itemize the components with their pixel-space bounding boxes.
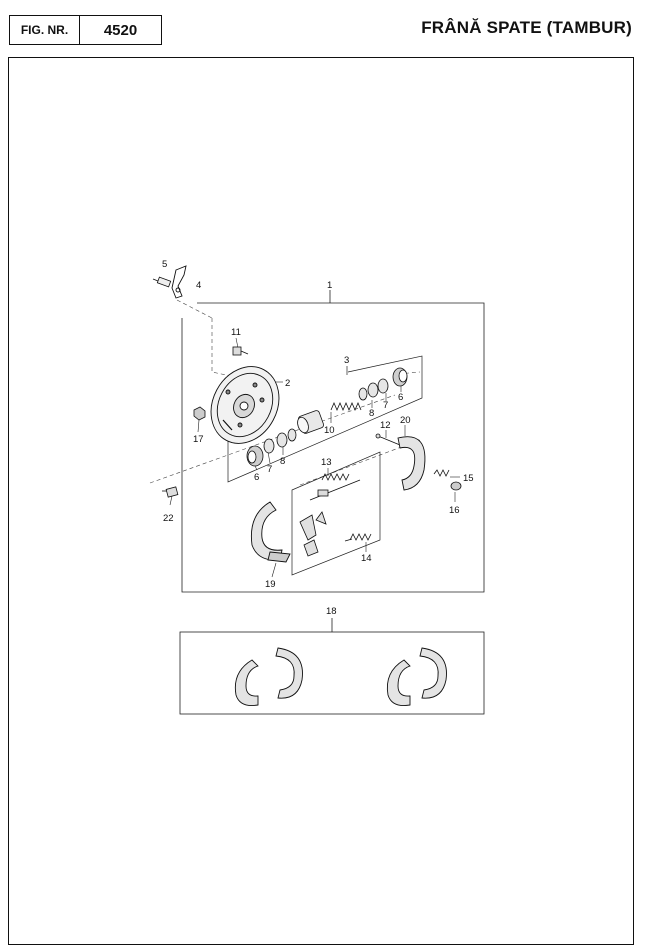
callout-5: 5: [162, 259, 167, 270]
spring-cap-icon: [450, 481, 462, 491]
callout-1: 1: [327, 280, 332, 291]
callout-19: 19: [265, 579, 276, 590]
callout-4: 4: [196, 280, 201, 291]
callout-8-left: 8: [280, 456, 285, 467]
drawing-frame: [8, 57, 634, 945]
pin-icon: [375, 433, 401, 446]
cylinder-parts-left: [246, 428, 297, 467]
cylinder-parts-right: [358, 367, 408, 401]
callout-17: 17: [193, 434, 204, 445]
wheel-cylinder-icon: [297, 410, 324, 434]
nut-icon: [193, 406, 206, 421]
assembly-boundary: [181, 290, 485, 593]
leader-lines: [169, 337, 460, 578]
callout-22: 22: [163, 513, 174, 524]
brake-shoe-left-icon: [250, 501, 291, 563]
callout-10: 10: [324, 425, 335, 436]
callout-12: 12: [380, 420, 391, 431]
adjuster-lever-icon: [299, 511, 327, 557]
callout-7-left: 7: [267, 464, 272, 475]
callout-15: 15: [463, 473, 474, 484]
brake-shoe-right-icon: [397, 436, 426, 491]
callout-8-right: 8: [369, 408, 374, 419]
callout-16: 16: [449, 505, 460, 516]
callout-6-left: 6: [254, 472, 259, 483]
page-title: FRÂNĂ SPATE (TAMBUR): [421, 18, 632, 37]
hold-down-spring-icon: [433, 469, 450, 477]
return-spring-icon: [309, 473, 361, 501]
figure-number-label: FIG. NR.: [10, 16, 80, 44]
shoe-set-icons: [234, 647, 447, 706]
shoe-set-box: [179, 618, 485, 715]
callout-20: 20: [400, 415, 411, 426]
callout-3: 3: [344, 355, 349, 366]
stud-icon: [162, 486, 179, 498]
figure-number-value: 4520: [103, 21, 138, 39]
callout-11: 11: [231, 327, 241, 338]
callout-13: 13: [321, 457, 332, 468]
callout-18: 18: [326, 606, 337, 617]
figure-number-box: FIG. NR. 4520: [9, 15, 162, 45]
callout-6-right: 6: [398, 392, 403, 403]
cylinder-spring-icon: [330, 401, 362, 412]
clip-icon: [171, 265, 187, 299]
backing-plate-icon: [210, 366, 280, 444]
wheel-cylinder-kit-box: [227, 355, 423, 483]
callout-7-right: 7: [383, 400, 388, 411]
bolt-icon: [232, 346, 249, 356]
spring-kit-box: [291, 451, 381, 576]
bleeder-screw-icon: [152, 276, 172, 288]
callout-14: 14: [361, 553, 372, 564]
callout-2: 2: [285, 378, 290, 389]
adjuster-spring-icon: [344, 533, 372, 542]
